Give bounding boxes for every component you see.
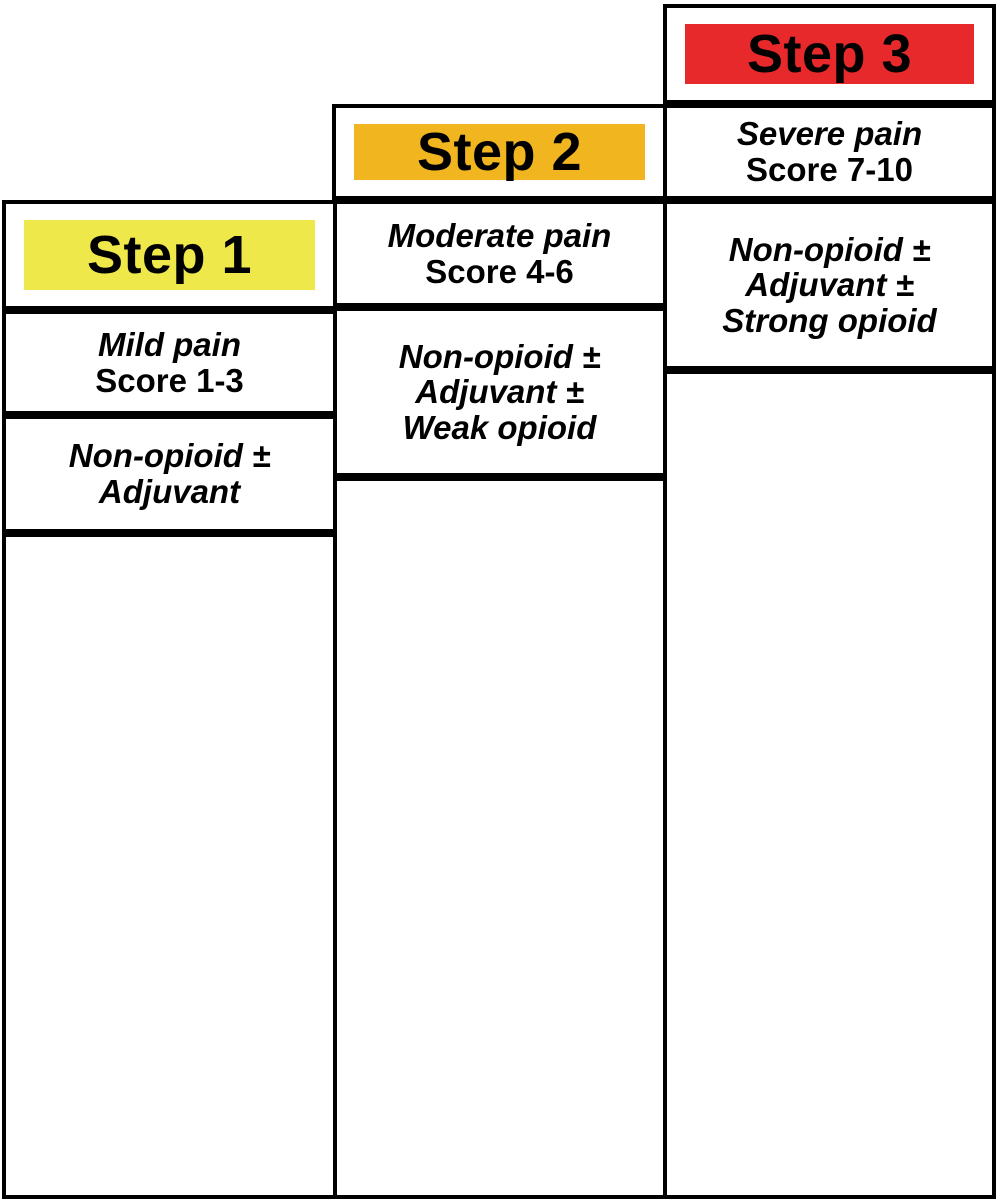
step2-banner-cell: Step 2: [332, 104, 667, 200]
step1-drug-list-cell: Acetaminophen Non-steroidal anti-inflamm…: [2, 533, 337, 1199]
step1-severity-label: Mild pain: [98, 325, 241, 363]
step1-score-label: Score 1-3: [95, 361, 244, 399]
step2-regimen-cell: Non-opioid ± Adjuvant ± Weak opioid: [332, 307, 667, 477]
step1-regimen-cell: Non-opioid ± Adjuvant: [2, 415, 337, 533]
step3-banner-chip: Step 3: [685, 24, 974, 84]
step2-banner-chip: Step 2: [354, 124, 645, 180]
step2-regimen-line-3: Weak opioid: [402, 408, 597, 446]
step1-severity-cell: Mild pain Score 1-3: [2, 310, 337, 415]
step2-drug-list-cell: Tramadol (0.2) Oxycodone with acetaminop…: [332, 477, 667, 1199]
step3-regimen-line-3: Strong opioid: [722, 301, 937, 339]
step3-score-label: Score 7-10: [746, 151, 913, 188]
step2-severity-label: Moderate pain: [387, 216, 612, 254]
step2-regimen-line-2: Adjuvant ±: [415, 373, 584, 411]
step1-drug-item: Acetaminophen: [2, 986, 7, 1195]
step1-drug-list: Acetaminophen Non-steroidal anti-inflamm…: [2, 986, 7, 1195]
step1-regimen-line-1: Non-opioid ±: [68, 437, 271, 475]
step3-regimen-cell: Non-opioid ± Adjuvant ± Strong opioid: [663, 200, 996, 370]
step3-regimen-line-1: Non-opioid ±: [728, 230, 931, 268]
step1-banner-chip: Step 1: [24, 220, 315, 290]
step2-severity-cell: Moderate pain Score 4-6: [332, 200, 667, 307]
step3-severity-label: Severe pain: [736, 115, 923, 153]
step1-banner-cell: Step 1: [2, 200, 337, 310]
step1-regimen-line-2: Adjuvant: [98, 473, 241, 510]
step3-regimen-line-2: Adjuvant ±: [745, 266, 914, 304]
step3-severity-cell: Severe pain Score 7-10: [663, 104, 996, 200]
step3-drug-list-cell: Oxycodone (2) Hydromorphine (3.5-7.5) Fe…: [663, 370, 996, 1199]
step2-regimen-line-1: Non-opioid ±: [398, 337, 601, 375]
step3-banner-cell: Step 3: [663, 4, 996, 104]
step2-score-label: Score 4-6: [425, 252, 574, 290]
